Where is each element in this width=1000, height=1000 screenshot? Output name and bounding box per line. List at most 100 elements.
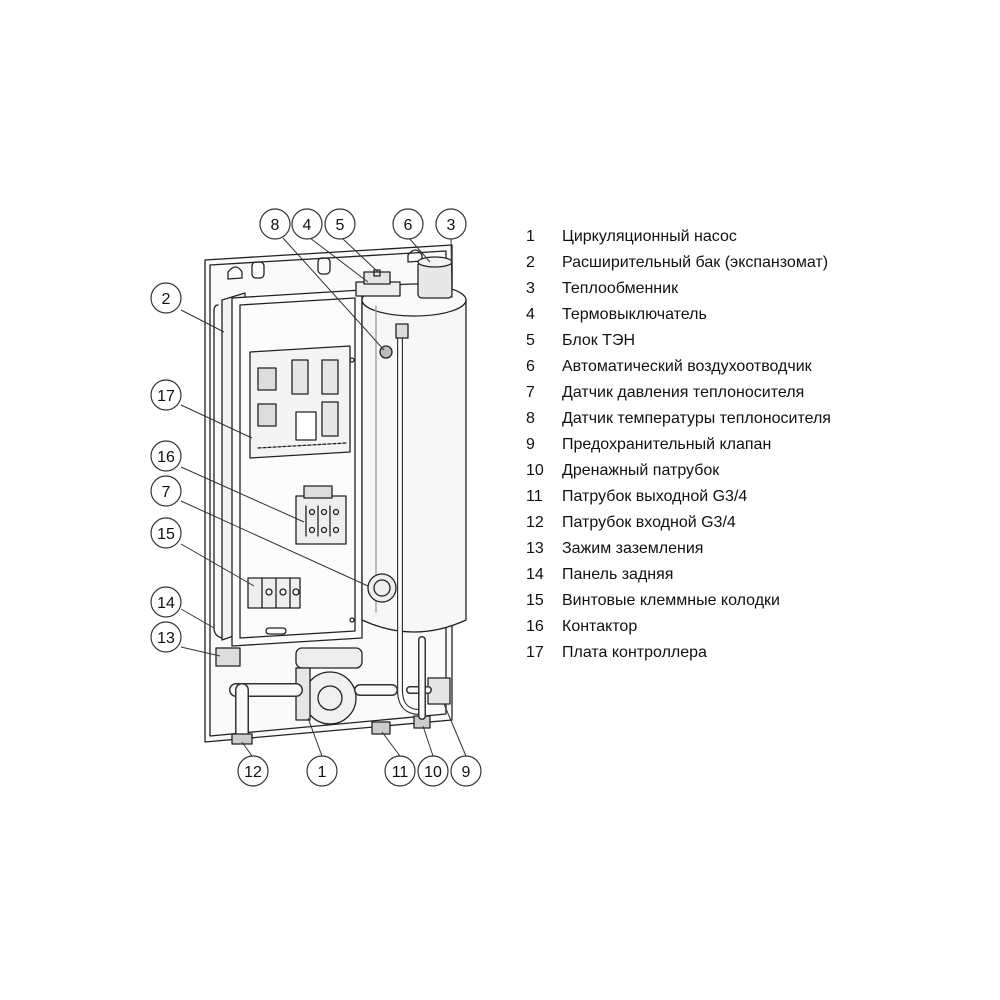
legend-number: 1 (526, 228, 535, 245)
legend-number: 15 (526, 592, 544, 609)
legend-number: 13 (526, 540, 544, 557)
callout-7: 7 (150, 475, 182, 507)
svg-text:1: 1 (318, 764, 327, 781)
legend-text: Блок ТЭН (562, 332, 636, 349)
terminal-blocks (247, 577, 301, 609)
callout-15: 15 (150, 517, 182, 549)
svg-text:2: 2 (162, 291, 171, 308)
legend-number: 17 (526, 644, 544, 661)
legend-item: 13 Зажим заземления (526, 538, 986, 564)
legend-item: 16 Контактор (526, 616, 986, 642)
legend-text: Дренажный патрубок (562, 462, 720, 479)
legend-text: Зажим заземления (562, 540, 704, 557)
legend-text: Циркуляционный насос (562, 228, 737, 245)
legend-item: 1 Циркуляционный насос (526, 226, 986, 252)
legend-number: 5 (526, 332, 535, 349)
callout-13: 13 (150, 621, 182, 653)
callout-11: 11 (384, 755, 416, 787)
leader-9 (443, 703, 467, 757)
leader-14 (180, 608, 215, 629)
legend-text: Патрубок входной G3/4 (562, 514, 736, 531)
legend-text: Патрубок выходной G3/4 (562, 488, 748, 505)
pressure-sensor (367, 573, 397, 603)
legend: 1 Циркуляционный насос 2 Расширительный ба… (526, 226, 986, 668)
callout-5: 5 (324, 208, 356, 240)
callout-14: 14 (150, 586, 182, 618)
leader-1 (307, 717, 323, 757)
svg-text:9: 9 (462, 764, 471, 781)
leader-2 (180, 309, 225, 333)
legend-text: Датчик температуры теплоносителя (562, 410, 831, 427)
control-panel (231, 289, 363, 647)
legend-number: 2 (526, 254, 535, 271)
legend-number: 6 (526, 358, 535, 375)
legend-text: Предохранительный клапан (562, 436, 772, 453)
callout-3: 3 (435, 208, 467, 240)
callout-6: 6 (392, 208, 424, 240)
legend-text: Плата контроллера (562, 644, 707, 661)
legend-text: Термовыключатель (562, 306, 707, 323)
callout-8: 8 (259, 208, 291, 240)
callout-16: 16 (150, 440, 182, 472)
ground-clamp (215, 647, 241, 667)
legend-text: Винтовые клеммные колодки (562, 592, 780, 609)
legend-number: 14 (526, 566, 544, 583)
leader-4 (309, 237, 369, 283)
svg-text:16: 16 (157, 449, 175, 466)
legend-number: 10 (526, 462, 544, 479)
callout-2: 2 (150, 282, 182, 314)
legend-text: Автоматический воздухоотводчик (562, 358, 812, 375)
svg-text:5: 5 (336, 217, 345, 234)
callout-10: 10 (417, 755, 449, 787)
leader-lines (180, 237, 467, 757)
legend-item: 14 Панель задняя (526, 564, 986, 590)
legend-item: 5 Блок ТЭН (526, 330, 986, 356)
leader-12 (241, 741, 253, 757)
leader-17 (180, 404, 253, 439)
svg-text:12: 12 (244, 764, 262, 781)
contactor (295, 485, 347, 545)
callout-12: 12 (237, 755, 269, 787)
svg-text:4: 4 (303, 217, 312, 234)
circulation-pump (295, 647, 363, 725)
svg-text:3: 3 (447, 217, 456, 234)
legend-item: 15 Винтовые клеммные колодки (526, 590, 986, 616)
legend-number: 11 (526, 488, 543, 505)
callout-17: 17 (150, 379, 182, 411)
leader-10 (422, 725, 434, 757)
svg-text:7: 7 (162, 484, 171, 501)
svg-text:8: 8 (271, 217, 280, 234)
heater-block (355, 269, 401, 297)
leader-5 (341, 237, 379, 273)
callout-1: 1 (306, 755, 338, 787)
leader-8 (282, 237, 385, 351)
leader-16 (180, 466, 305, 523)
legend-text: Расширительный бак (экспанзомат) (562, 254, 829, 271)
legend-item: 4 Термовыключатель (526, 304, 986, 330)
leader-15 (180, 543, 255, 587)
svg-text:10: 10 (424, 764, 442, 781)
callout-9: 9 (450, 755, 482, 787)
leader-13 (180, 646, 221, 657)
heat-exchanger (361, 283, 467, 715)
legend-number: 16 (526, 618, 544, 635)
legend-number: 3 (526, 280, 535, 297)
callout-4: 4 (291, 208, 323, 240)
legend-item: 17 Плата контроллера (526, 642, 986, 668)
legend-number: 7 (526, 384, 535, 401)
svg-text:13: 13 (157, 630, 175, 647)
legend-item: 10 Дренажный патрубок (526, 460, 986, 486)
legend-text: Панель задняя (562, 566, 674, 583)
legend-item: 2 Расширительный бак (экспанзомат) (526, 252, 986, 278)
legend-number: 4 (526, 306, 535, 323)
legend-text: Контактор (562, 618, 638, 635)
leader-3 (450, 237, 453, 299)
leader-7 (180, 500, 369, 587)
